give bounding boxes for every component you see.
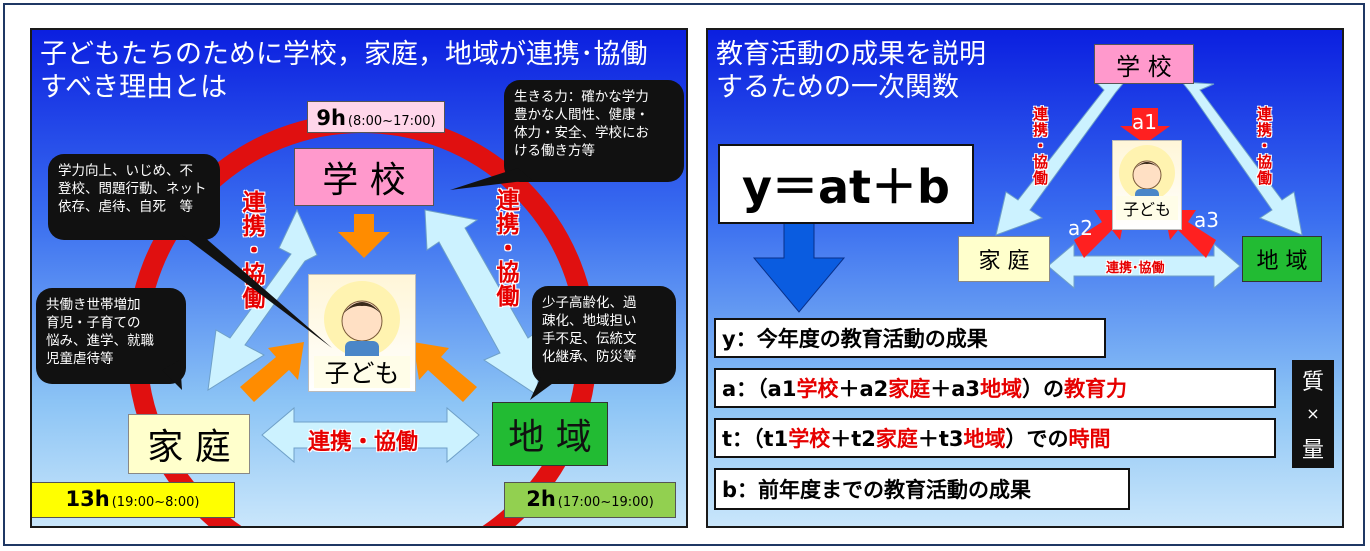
def-a-suffix: ）の: [1022, 377, 1065, 401]
collab-label-right-r: 連携・協働: [1255, 106, 1273, 186]
left-panel: 子どもたちのために学校，家庭，地域が連携･協働 すべき理由とは 9h(8:00~…: [30, 28, 688, 528]
formula-box: y＝at＋b: [718, 144, 974, 224]
right-title: 教育活動の成果を説明 するための一次関数: [716, 39, 986, 103]
side-label-times: ×: [1306, 404, 1320, 424]
home-box-r: 家 庭: [958, 236, 1050, 282]
arrow-home-to-child: [240, 342, 304, 402]
def-a-power: 教育力: [1064, 377, 1128, 401]
def-t-suffix: ）での: [1005, 427, 1069, 451]
bubble-school-issues: 学力向上、いじめ、不 登校、問題行動、ネット 依存、虐待、自死 等: [48, 154, 220, 240]
arrow-school-community-r: [1180, 81, 1303, 236]
def-y: y：今年度の教育活動の成果: [714, 318, 1106, 358]
def-t-time: 時間: [1068, 427, 1111, 451]
hours-home-value: 13h: [65, 487, 110, 511]
child-label-r: 子ども: [1116, 196, 1178, 220]
hours-community-value: 2h: [526, 487, 556, 511]
side-label-quality: 質: [1301, 370, 1324, 396]
arrow-home-community: [261, 406, 480, 464]
bubble-home: 共働き世帯増加 育児・子育ての 悩み、進学、就職 児童虐待等: [36, 288, 186, 384]
def-y-prefix: y：: [722, 327, 757, 351]
label-a3: a3: [1194, 208, 1219, 232]
community-box-r: 地 域: [1242, 236, 1322, 282]
school-box-r: 学 校: [1094, 44, 1194, 84]
quality-quantity-label: 質 × 量: [1292, 360, 1334, 468]
bubble-school-power: 生きる力：確かな学力 豊かな人間性、健康・ 体力・安全、学校にお ける働き方等: [504, 80, 684, 182]
collab-label-right: 連携・協働: [492, 188, 518, 308]
collab-label-left-r: 連携・協働: [1031, 106, 1049, 186]
community-box: 地 域: [492, 402, 608, 466]
hours-community: 2h(17:00~19:00): [504, 482, 676, 518]
arrow-school-to-child: [338, 214, 390, 258]
hours-home: 13h(19:00~8:00): [32, 482, 235, 518]
collab-label-left: 連携・協働: [238, 190, 264, 310]
label-a1: a1: [1132, 110, 1157, 134]
home-box: 家 庭: [128, 414, 250, 474]
arrow-community-to-child: [413, 342, 477, 402]
label-a2: a2: [1068, 216, 1093, 240]
school-box: 学 校: [294, 148, 434, 206]
def-a-plus2: ＋a3: [930, 377, 981, 401]
def-t-plus2: ＋t3: [917, 427, 964, 451]
def-a-home: 家庭: [888, 377, 931, 401]
left-title: 子どもたちのために学校，家庭，地域が連携･協働 すべき理由とは: [40, 39, 648, 103]
hours-home-range: (19:00~8:00): [111, 495, 200, 510]
collab-label-bottom-r: 連携･協働: [1106, 261, 1165, 276]
big-down-arrow: [752, 209, 846, 313]
def-b-text: 前年度までの教育活動の成果: [758, 478, 1032, 502]
def-t-plus1: ＋t2: [830, 427, 876, 451]
right-diagram-graphics: [752, 79, 1303, 313]
def-a-school: 学校: [796, 377, 839, 401]
hours-school-range: (8:00~17:00): [347, 114, 436, 129]
collab-label-bottom: 連携・協働: [308, 430, 419, 455]
outer-frame: [3, 3, 1365, 546]
child-label: 子ども: [314, 356, 410, 388]
def-a-plus1: ＋a2: [838, 377, 889, 401]
hours-school: 9h(8:00~17:00): [307, 101, 445, 133]
def-t-prefix: t：（t1: [722, 427, 789, 451]
side-label-quantity: 量: [1301, 437, 1324, 463]
def-t-community: 地域: [963, 427, 1006, 451]
arrow-a1: [1120, 108, 1170, 144]
def-a-prefix: a：（a1: [722, 377, 797, 401]
def-t-home: 家庭: [875, 427, 918, 451]
bubble-community: 少子高齢化、過 疎化、地域担い 手不足、伝統文 化継承、防災等: [532, 286, 676, 384]
def-b-prefix: b：: [722, 478, 759, 502]
def-a-community: 地域: [980, 377, 1023, 401]
hours-school-value: 9h: [316, 106, 346, 130]
def-t-school: 学校: [788, 427, 831, 451]
arrow-home-community-r: [1047, 242, 1241, 290]
def-y-text: 今年度の教育活動の成果: [756, 327, 988, 351]
hours-community-range: (17:00~19:00): [557, 495, 654, 510]
right-panel: 教育活動の成果を説明 するための一次関数 y＝at＋b 学 校 家 庭 地 域 …: [706, 28, 1344, 528]
arrow-school-home-r: [995, 79, 1128, 236]
def-b: b：前年度までの教育活動の成果: [714, 468, 1130, 510]
